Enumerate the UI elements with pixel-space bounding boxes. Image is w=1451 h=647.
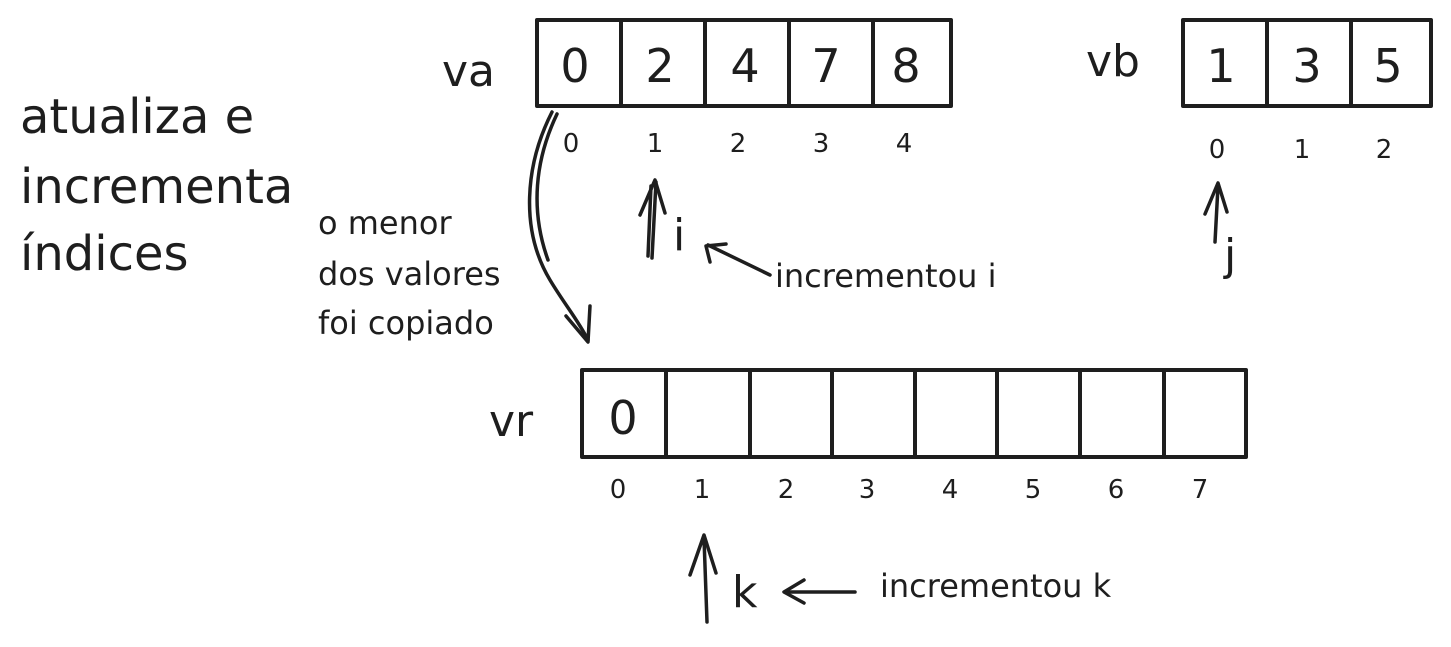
array-vr-index: 3 <box>859 475 876 505</box>
array-vr-cells: 0 <box>580 368 1248 459</box>
copy-arrow <box>527 110 592 344</box>
array-vr-cell-box <box>1078 368 1166 459</box>
array-vr-index: 5 <box>1025 475 1042 505</box>
array-vb-cell-box <box>1349 18 1433 108</box>
array-va: va 0 2 4 7 8 0 1 2 3 4 <box>442 18 953 159</box>
pointer-i-note: incrementou i <box>775 257 997 295</box>
array-va-index: 1 <box>647 129 664 159</box>
pointer-k-note-arrow <box>782 578 857 605</box>
array-vr-cell-box <box>664 368 752 459</box>
array-va-cell-box <box>871 18 953 108</box>
pointer-k-arrow <box>688 533 718 624</box>
pointer-k-arrow-head <box>688 533 718 577</box>
array-vr-index: 7 <box>1192 475 1209 505</box>
array-vr-cell-box <box>995 368 1082 459</box>
array-vb-index: 1 <box>1294 135 1311 165</box>
pointer-i-arrow <box>638 178 667 260</box>
pointer-i-label: i <box>673 210 685 261</box>
array-vr-cell-box <box>1162 368 1248 459</box>
array-vr: vr 0 0 1 2 3 4 5 6 7 <box>489 368 1248 505</box>
array-vr-index: 1 <box>694 475 711 505</box>
array-vr-cell-box <box>830 368 917 459</box>
array-va-index: 3 <box>813 129 830 159</box>
pointer-i-note-arrow-head <box>704 242 728 264</box>
title-line-3: índices <box>20 226 189 282</box>
array-vr-index: 2 <box>778 475 795 505</box>
pointer-k-note: incrementou k <box>880 567 1112 605</box>
array-va-cells: 0 2 4 7 8 <box>535 18 953 108</box>
array-vb-cell-value: 3 <box>1292 39 1321 93</box>
pointer-i-arrow-head <box>638 178 667 217</box>
pointer-i-arrow-shaft <box>646 184 653 258</box>
pointer-j-arrow-shaft <box>1213 184 1220 244</box>
pointer-i-note-arrow-shaft <box>706 243 772 277</box>
copy-annotation: o menor dos valores foi copiado <box>318 110 592 344</box>
title: atualiza e incrementa índices <box>20 89 293 282</box>
array-va-index: 0 <box>563 129 580 159</box>
array-va-cell-value: 0 <box>560 39 589 93</box>
array-vr-index: 6 <box>1108 475 1125 505</box>
array-vb-indices: 0 1 2 <box>1209 135 1393 165</box>
array-vr-indices: 0 1 2 3 4 5 6 7 <box>610 475 1209 505</box>
array-va-index: 4 <box>896 129 913 159</box>
pointer-j: j <box>1203 181 1236 281</box>
pointer-j-arrow <box>1203 181 1229 244</box>
array-vb-index: 2 <box>1376 135 1393 165</box>
pointer-k-label: k <box>732 567 758 618</box>
pointer-j-label: j <box>1223 230 1236 281</box>
array-va-cell-value: 2 <box>645 39 674 93</box>
pointer-k-note-arrow-head <box>782 578 806 605</box>
array-vr-index: 4 <box>942 475 959 505</box>
array-va-cell-value: 4 <box>730 39 759 93</box>
array-vb: vb 1 3 5 0 1 2 <box>1086 18 1433 165</box>
array-va-index: 2 <box>730 129 747 159</box>
array-va-cell-value: 7 <box>811 39 840 93</box>
pointer-k-arrow-shaft <box>702 536 709 624</box>
copy-arrow-curve <box>527 110 590 342</box>
array-vb-cell-value: 5 <box>1373 39 1402 93</box>
array-vb-index: 0 <box>1209 135 1226 165</box>
pointer-k: k incrementou k <box>688 533 1112 624</box>
pointer-i: i incrementou i <box>638 178 997 295</box>
copy-note-line-3: foi copiado <box>318 304 494 342</box>
array-vr-name: vr <box>489 396 534 447</box>
copy-note-line-1: o menor <box>318 204 452 242</box>
title-line-1: atualiza e <box>20 89 254 145</box>
title-line-2: incrementa <box>20 159 293 215</box>
array-va-indices: 0 1 2 3 4 <box>563 129 913 159</box>
copy-note-line-2: dos valores <box>318 255 501 293</box>
array-vb-cell-value: 1 <box>1206 39 1235 93</box>
pointer-j-arrow-head <box>1203 181 1229 216</box>
copy-arrow-curve <box>535 112 559 262</box>
array-vr-cell-box <box>748 368 834 459</box>
array-vb-cells: 1 3 5 <box>1181 18 1433 108</box>
array-vb-name: vb <box>1086 36 1140 87</box>
array-vr-index: 0 <box>610 475 627 505</box>
array-vr-cell-box <box>913 368 999 459</box>
pointer-i-arrow-shaft <box>650 180 658 260</box>
copy-arrow-head <box>564 304 592 344</box>
array-va-name: va <box>442 46 495 97</box>
pointer-i-note-arrow <box>704 242 772 277</box>
array-vr-cell-value: 0 <box>608 391 637 445</box>
array-va-cell-value: 8 <box>891 39 920 93</box>
